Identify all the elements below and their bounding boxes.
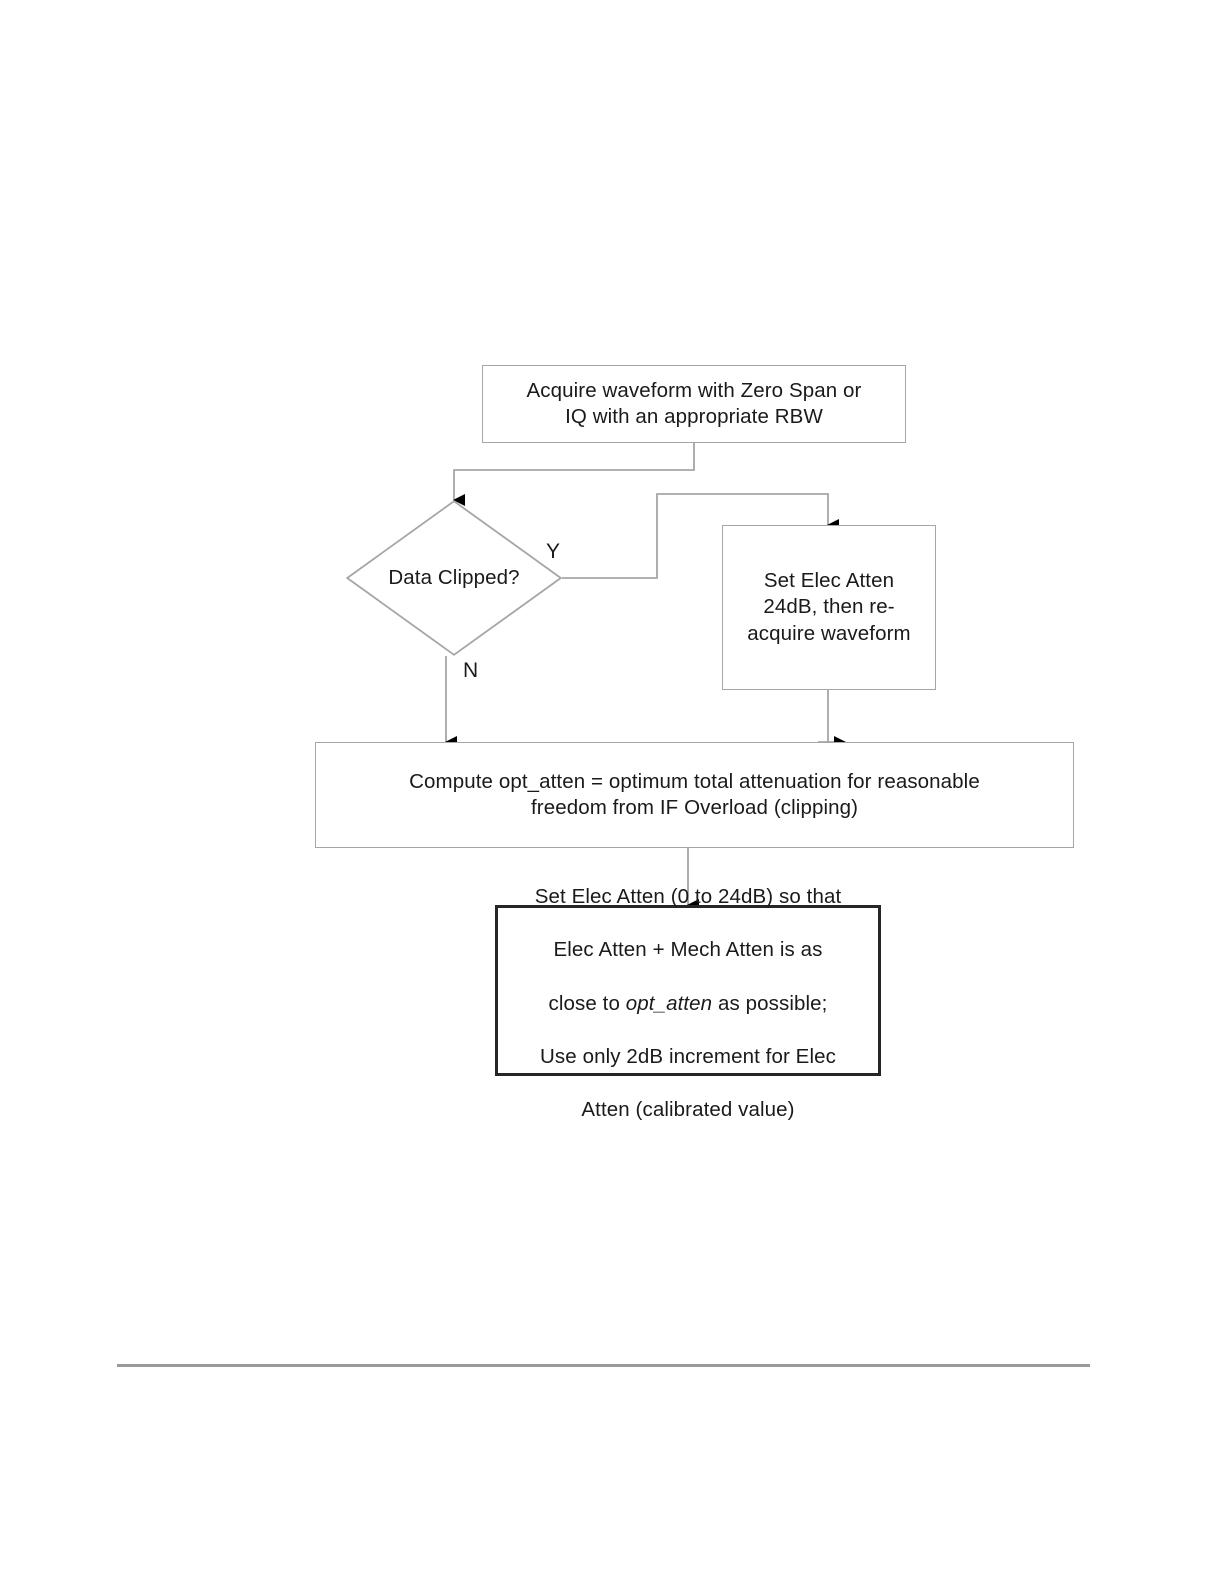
flow-node-data-clipped-label: Data Clipped? bbox=[388, 566, 520, 589]
flow-node-acquire-waveform-label: Acquire waveform with Zero Span or IQ wi… bbox=[526, 378, 862, 428]
footer-divider bbox=[117, 1364, 1090, 1367]
flow-node-set-elec-atten-result-label: Set Elec Atten (0 to 24dB) so that Elec … bbox=[535, 857, 842, 1123]
flow-node-acquire-waveform[interactable]: Acquire waveform with Zero Span or IQ wi… bbox=[482, 365, 906, 443]
result-line-4: Use only 2dB increment for Elec bbox=[540, 1044, 836, 1068]
result-line-3-after: as possible; bbox=[712, 991, 828, 1015]
edge-label-yes: Y bbox=[546, 540, 561, 563]
result-line-3-before: close to bbox=[548, 991, 626, 1015]
flow-node-compute-opt-atten[interactable]: Compute opt_atten = optimum total attenu… bbox=[315, 742, 1074, 848]
flow-node-set-elec-atten-24db-label: Set Elec Atten 24dB, then re- acquire wa… bbox=[747, 569, 911, 645]
flow-node-set-elec-atten-24db[interactable]: Set Elec Atten 24dB, then re- acquire wa… bbox=[722, 525, 936, 690]
result-line-2: Elec Atten + Mech Atten is as bbox=[553, 938, 823, 962]
result-line-1: Set Elec Atten (0 to 24dB) so that bbox=[534, 884, 842, 908]
edge-acquire-to-decision bbox=[453, 443, 695, 506]
result-term-opt-atten: opt_atten bbox=[625, 991, 713, 1015]
flow-node-compute-opt-atten-label: Compute opt_atten = optimum total attenu… bbox=[409, 769, 980, 819]
diamond-shape-icon bbox=[346, 500, 562, 656]
edge-label-no: N bbox=[463, 659, 479, 682]
flow-node-set-elec-atten-result[interactable]: Set Elec Atten (0 to 24dB) so that Elec … bbox=[495, 885, 881, 1121]
result-line-5: Atten (calibrated value) bbox=[581, 1098, 795, 1122]
flow-node-data-clipped-decision[interactable]: Data Clipped? bbox=[346, 500, 562, 656]
